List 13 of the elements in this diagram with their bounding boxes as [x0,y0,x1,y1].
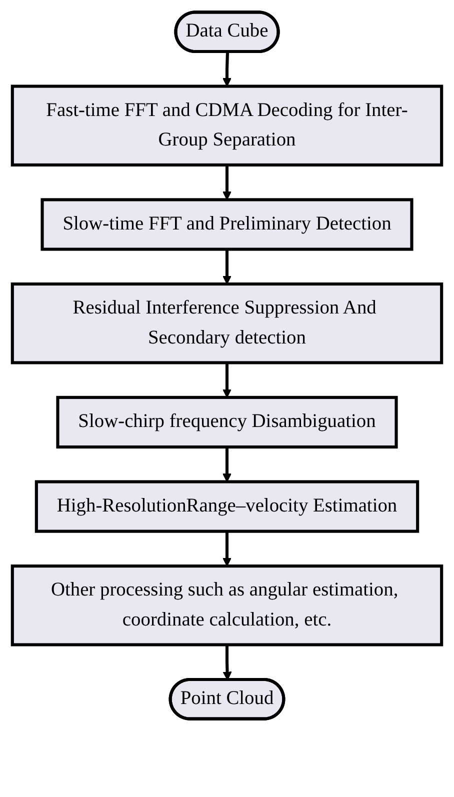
node-box: Slow-chirp frequency Disambiguation [56,396,398,449]
node-box: Slow-time FFT and Preliminary Detection [40,198,414,251]
arrow [222,644,232,680]
arrow [222,164,232,200]
node-box: Residual Interference Suppression And Secondary detection [10,282,444,364]
node-box: High-ResolutionRange–velocity Estimation [34,480,420,533]
arrow [222,249,232,284]
arrow [222,447,232,482]
node-box: Fast-time FFT and CDMA Decoding for Inter-Group Separation [10,84,444,166]
arrow [222,362,232,398]
arrow [222,531,232,566]
arrow [222,52,232,87]
node-box: Other processing such as angular estimation, coordinate calculation, etc. [10,564,444,646]
